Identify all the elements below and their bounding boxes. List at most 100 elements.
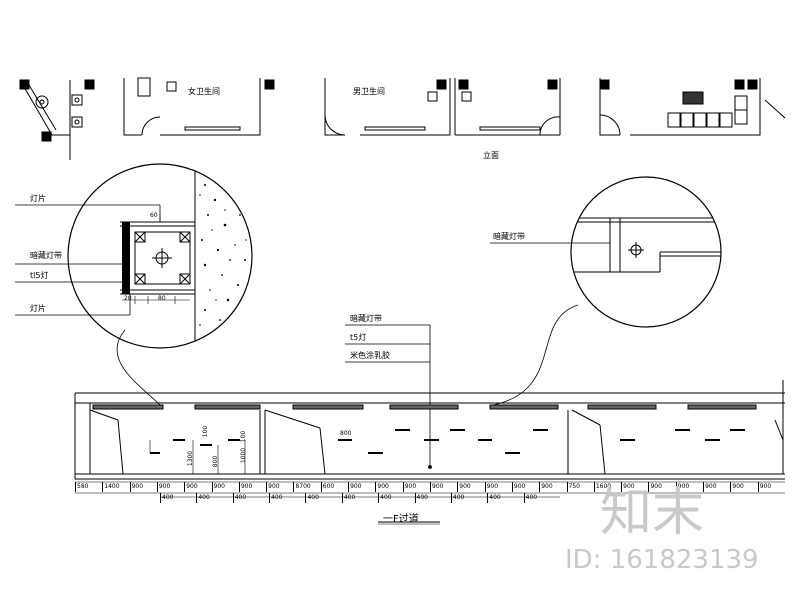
dim-top-tick-25 — [757, 482, 759, 492]
dim-bottom-tick-5 — [341, 493, 343, 503]
dim-top-tick-0 — [75, 482, 76, 492]
dim-bottom-tick-0 — [160, 493, 161, 503]
callout-left-3: tl5灯 — [30, 271, 49, 280]
elevation-mark-1: 100 — [202, 425, 210, 438]
dimension-row-top: 580 1400 900 900 900 900 900 900 8700 600 900 900 90… — [75, 482, 785, 493]
dim-top-tick-23 — [703, 482, 705, 492]
elevation-mark-4: 1000 — [240, 447, 248, 464]
dim-top-20: 900 — [623, 483, 635, 490]
dim-top-tick-15 — [484, 482, 486, 492]
elevation-mark-6: 800 — [340, 430, 352, 437]
dim-bottom-4: 400 — [307, 494, 319, 501]
dim-bottom-2: 400 — [234, 494, 247, 501]
dim-top-tick-18 — [566, 482, 568, 492]
callout-left-4: 灯片 — [30, 304, 46, 313]
dim-bottom-tick-10 — [523, 493, 525, 503]
dim-top-tick-3 — [156, 482, 158, 492]
dim-top-12: 900 — [404, 483, 417, 490]
dim-bottom-3: 400 — [271, 494, 283, 501]
dim-top-3: 900 — [158, 483, 171, 490]
dim-top-tick-6 — [238, 482, 240, 492]
dim-bottom-6: 400 — [380, 494, 392, 501]
dim-top-6: 900 — [240, 483, 253, 490]
dim-bottom-7: 400 — [416, 494, 428, 501]
section-dim-c: 60 — [150, 212, 158, 219]
dim-bottom-tick-2 — [232, 493, 234, 503]
dim-top-tick-7 — [266, 482, 268, 492]
dim-bottom-tick-7 — [414, 493, 416, 503]
callout-middle-2: t5灯 — [350, 333, 367, 342]
dim-top-24: 900 — [732, 483, 744, 490]
dim-top-1: 1400 — [104, 483, 120, 490]
dim-bottom-tick-1 — [196, 493, 198, 503]
dim-top-18: 750 — [568, 483, 580, 490]
dim-top-tick-16 — [511, 482, 513, 492]
dim-top-17: 900 — [541, 483, 553, 490]
dim-top-25: 900 — [759, 483, 772, 490]
dim-top-19: 1600 — [595, 483, 612, 490]
dim-top-tick-22 — [675, 482, 677, 492]
dim-top-tick-11 — [375, 482, 377, 492]
plan-left-corner — [19, 79, 95, 160]
callout-right: 暗藏灯带 — [493, 232, 525, 241]
dim-bottom-8: 400 — [452, 494, 465, 501]
dim-bottom-tick-9 — [487, 493, 489, 503]
dim-top-tick-5 — [211, 482, 213, 492]
dim-top-tick-10 — [348, 482, 350, 492]
dim-bottom-10: 400 — [525, 494, 538, 501]
dim-top-10: 900 — [350, 483, 362, 490]
dim-top-8: 8700 — [295, 483, 311, 490]
dim-top-tick-12 — [402, 482, 404, 492]
dim-top-4: 900 — [186, 483, 198, 490]
watermark-id: ID: 161823139 — [565, 545, 759, 575]
dim-top-11: 900 — [377, 483, 389, 490]
dim-bottom-tick-3 — [269, 493, 271, 503]
dim-bottom-1: 400 — [198, 494, 210, 501]
plan-scale-note: 立面 — [483, 151, 499, 160]
detail-circle-right — [490, 176, 722, 328]
dim-top-tick-20 — [621, 482, 623, 492]
elevation-mark-2: 1300 — [187, 450, 195, 467]
dim-top-tick-2 — [129, 482, 131, 492]
dim-top-tick-13 — [430, 482, 431, 492]
callout-middle-3: 米色涂乳胶 — [350, 351, 390, 360]
plan-room-label-2: 男卫生间 — [353, 87, 385, 96]
dim-bottom-tick-8 — [450, 493, 452, 503]
dim-top-15: 900 — [486, 483, 499, 490]
leader-curve-left — [116, 329, 161, 406]
callout-left-1: 灯片 — [30, 194, 46, 203]
dim-top-5: 900 — [213, 483, 225, 490]
dim-top-14: 900 — [459, 483, 471, 490]
dim-top-2: 900 — [131, 483, 144, 490]
dim-top-7: 900 — [268, 483, 280, 490]
dim-top-tick-21 — [648, 482, 650, 492]
dim-top-21: 900 — [650, 483, 662, 490]
dim-top-tick-14 — [457, 482, 459, 492]
dim-top-tick-19 — [593, 482, 595, 492]
callout-middle-1: 暗藏灯带 — [350, 314, 382, 323]
section-dim-b: 80 — [158, 295, 166, 302]
dim-top-13: 900 — [432, 483, 444, 490]
elevation — [74, 380, 785, 480]
dim-top-tick-8 — [293, 482, 295, 492]
section-dim-a: 20 — [124, 295, 132, 302]
plan-room-label-1: 女卫生间 — [188, 87, 220, 96]
dim-top-tick-9 — [320, 482, 322, 492]
elevation-mark-3: 800 — [212, 455, 220, 468]
plan-room-1 — [123, 77, 275, 136]
elevation-mark-5: 100 — [240, 430, 248, 443]
dim-bottom-0: 400 — [162, 494, 174, 501]
dim-top-16: 900 — [513, 483, 526, 490]
plan-room-3 — [599, 78, 786, 136]
leader-curve-right — [492, 304, 579, 406]
callout-left-2: 暗藏灯带 — [30, 251, 62, 260]
watermark-brand: 知末 — [600, 483, 705, 543]
dim-top-0: 580 — [77, 483, 89, 490]
dim-bottom-tick-4 — [305, 493, 307, 503]
floor-plan — [19, 77, 786, 160]
dim-top-23: 900 — [705, 483, 717, 490]
dim-top-9: 600 — [322, 483, 335, 490]
dim-top-tick-1 — [102, 482, 104, 492]
dim-bottom-5: 400 — [343, 494, 356, 501]
